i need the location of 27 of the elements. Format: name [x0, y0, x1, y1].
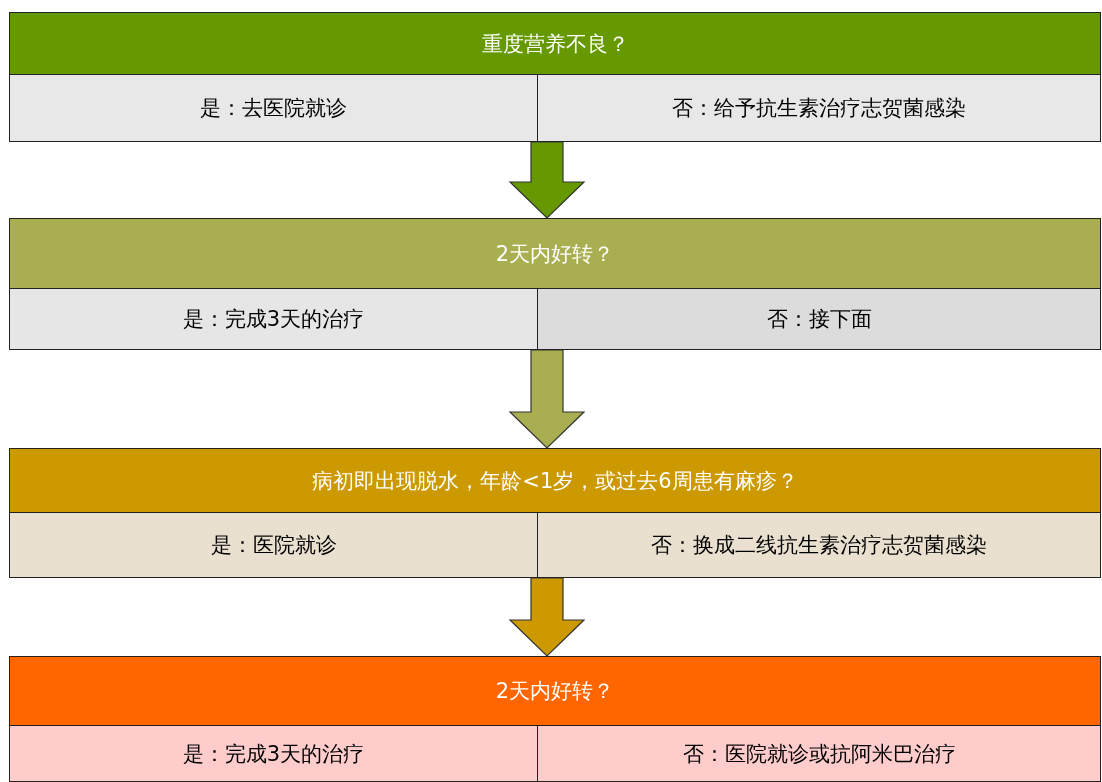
answer-text: 否：换成二线抗生素治疗志贺菌感染: [651, 532, 987, 559]
answer-text: 否：接下面: [766, 306, 872, 333]
question-band: [9, 12, 1101, 75]
question-text: 2天内好转？: [495, 678, 615, 705]
answer-cell: [537, 512, 1101, 578]
answer-cell: [9, 288, 538, 350]
question-text: 2天内好转？: [495, 240, 615, 268]
answer-cell: [9, 74, 538, 142]
question-band: [9, 448, 1101, 513]
arrow: [508, 141, 586, 219]
answer-text: 是：去医院就诊: [200, 95, 347, 122]
answer-text: 是：完成3天的治疗: [182, 306, 365, 333]
answer-cell: [9, 725, 538, 782]
arrow: [508, 577, 586, 657]
answer-text: 否：给予抗生素治疗志贺菌感染: [672, 95, 966, 122]
question-band: [9, 656, 1101, 726]
answer-text: 否：医院就诊或抗阿米巴治疗: [682, 740, 956, 768]
answer-cell: [9, 512, 538, 578]
answer-cell: [537, 288, 1101, 350]
answer-text: 是：完成3天的治疗: [182, 740, 365, 768]
answer-cell: [537, 74, 1101, 142]
answer-text: 是：医院就诊: [210, 532, 337, 559]
question-text: 重度营养不良？: [481, 30, 629, 58]
answer-cell: [537, 725, 1101, 782]
arrow: [508, 349, 586, 449]
question-text: 病初即出现脱水，年龄<1岁，或过去6周患有麻疹？: [312, 467, 798, 495]
question-band: [9, 218, 1101, 289]
